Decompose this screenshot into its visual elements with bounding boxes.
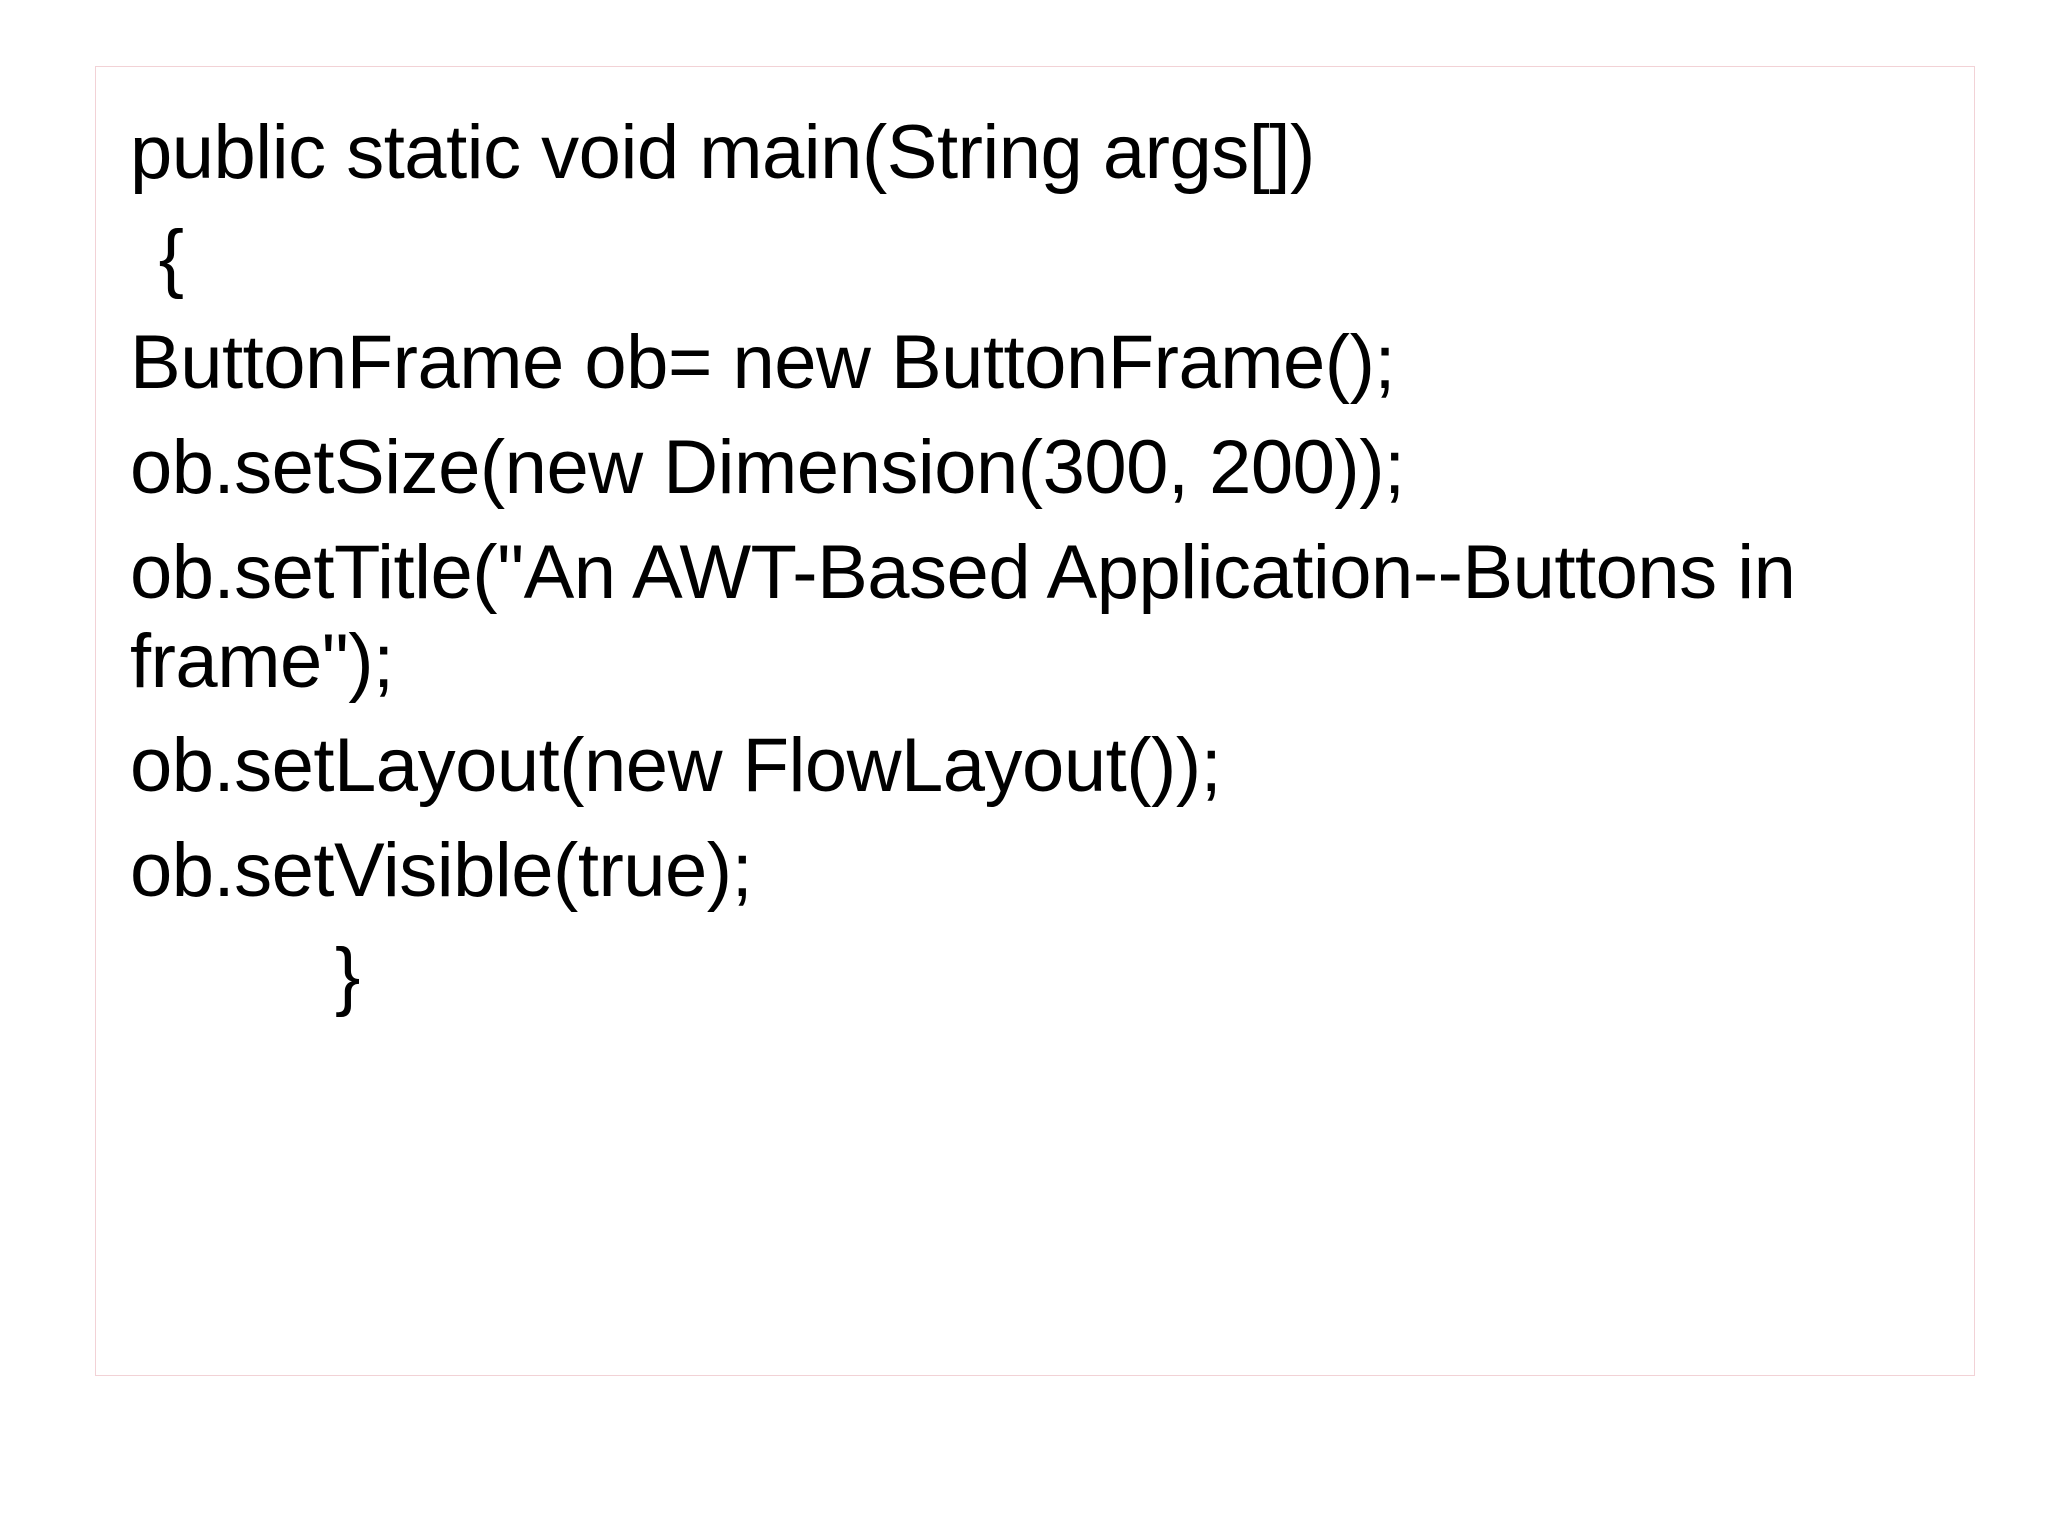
- code-line-6: ob.setLayout(new FlowLayout());: [130, 723, 1222, 809]
- code-content-box: public static void main(String args[]) {…: [95, 66, 1975, 1376]
- code-line-7: ob.setVisible(true);: [130, 828, 753, 914]
- code-line-8: }: [335, 933, 360, 1019]
- code-line-2: {: [138, 214, 184, 300]
- code-line-4: ob.setSize(new Dimension(300, 200));: [130, 424, 1405, 510]
- code-line-5: ob.setTitle("An AWT-Based Application--B…: [130, 529, 1817, 704]
- code-line-1: public static void main(String args[]): [130, 110, 1315, 195]
- code-line-3: ButtonFrame ob= new ButtonFrame();: [130, 319, 1396, 405]
- code-block: public static void main(String args[]) {…: [130, 109, 1940, 1021]
